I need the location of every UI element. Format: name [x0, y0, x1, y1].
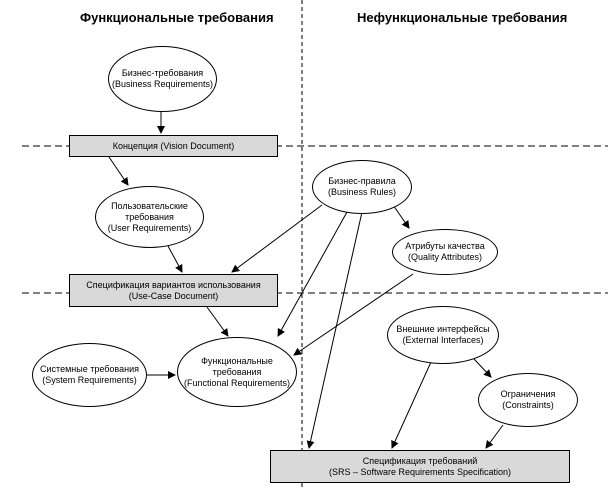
node-quality-attributes-line2: (Quality Attributes) — [407, 252, 483, 262]
node-srs-line1: Спецификация требований — [362, 455, 478, 466]
node-system-requirements-line1: Системные требования — [40, 364, 139, 374]
arrow-user-to-usecase — [167, 245, 183, 273]
node-use-case-document: Спецификация вариантов использования (Us… — [69, 274, 278, 307]
header-nonfunctional: Нефункциональные требования — [357, 10, 568, 25]
node-use-case-document-line1: Спецификация вариантов использования — [86, 279, 261, 290]
node-user-requirements: Пользовательские требования (User Requir… — [95, 186, 204, 248]
node-functional-requirements-line3: (Functional Requirements) — [183, 377, 291, 388]
node-srs-line2: (SRS – Software Requirements Specificati… — [328, 466, 512, 477]
node-srs: Спецификация требований (SRS – Software … — [270, 450, 570, 483]
node-constraints: Ограничения (Constraints) — [478, 373, 578, 427]
arrow-interfaces-to-srs — [391, 361, 432, 449]
arrow-vision-to-user — [108, 156, 129, 186]
node-user-requirements-line3: (User Requirements) — [107, 222, 192, 233]
node-business-requirements-line2: (Business Requirements) — [111, 79, 214, 89]
arrow-interfaces-to-constraints — [473, 358, 492, 378]
node-vision-document: Концепция (Vision Document) — [69, 135, 278, 157]
arrow-constraints-to-srs — [485, 424, 504, 449]
node-business-rules: Бизнес-правила (Business Rules) — [312, 160, 412, 214]
node-external-interfaces-line2: (External Interfaces) — [402, 335, 484, 345]
arrow-usecase-to-functional — [206, 306, 229, 337]
arrow-rules-to-quality — [392, 204, 410, 229]
node-business-rules-line1: Бизнес-правила — [328, 176, 396, 186]
node-external-interfaces-line1: Внешние интерфейсы — [396, 324, 490, 334]
node-functional-requirements-line1: Функциональные — [201, 355, 273, 366]
node-functional-requirements-line2: требования — [212, 366, 262, 377]
node-business-requirements-line1: Бизнес-требования — [121, 68, 204, 78]
arrow-rules-to-functional — [277, 211, 348, 337]
node-business-rules-line2: (Business Rules) — [327, 187, 397, 197]
node-constraints-line1: Ограничения — [500, 389, 556, 399]
node-quality-attributes: Атрибуты качества (Quality Attributes) — [392, 229, 498, 275]
node-business-requirements: Бизнес-требования (Business Requirements… — [108, 46, 217, 112]
node-constraints-line2: (Constraints) — [502, 400, 554, 410]
node-system-requirements-line2: (System Requirements) — [42, 375, 137, 385]
node-user-requirements-line1: Пользовательские — [111, 200, 188, 211]
node-quality-attributes-line1: Атрибуты качества — [405, 241, 485, 251]
arrow-quality-to-functional — [293, 273, 414, 356]
node-functional-requirements: Функциональные требования (Functional Re… — [177, 337, 297, 407]
arrow-rules-to-srs — [306, 211, 363, 449]
arrow-rules-to-usecase — [231, 204, 323, 273]
node-vision-document-line1: Концепция (Vision Document) — [112, 140, 235, 151]
node-system-requirements: Системные требования (System Requirement… — [32, 343, 147, 407]
header-functional: Функциональные требования — [80, 10, 274, 25]
node-user-requirements-line2: требования — [125, 211, 174, 222]
node-external-interfaces: Внешние интерфейсы (External Interfaces) — [387, 306, 499, 364]
node-use-case-document-line2: (Use-Case Document) — [128, 290, 219, 301]
